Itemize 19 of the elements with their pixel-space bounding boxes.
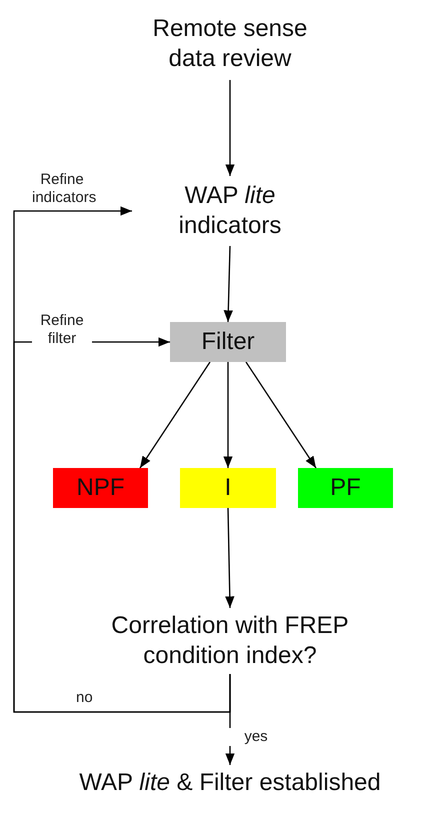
outcome-text: WAP lite & Filter established (79, 768, 381, 798)
process-box (170, 322, 286, 362)
category-box (298, 468, 393, 508)
arrow (225, 508, 234, 608)
category-box (53, 468, 148, 508)
arrow (13, 337, 231, 713)
box-label: NPF (76, 473, 124, 503)
box-label: PF (330, 473, 361, 503)
arrow (224, 246, 233, 322)
step-text: Remote sense data review (152, 14, 308, 74)
category-box (180, 468, 276, 508)
box-label: I (224, 473, 232, 503)
arrow (223, 362, 233, 468)
step-text: WAP lite indicators (178, 181, 282, 241)
arrow (245, 362, 317, 468)
decision-text: Correlation with FREP condition index? (110, 611, 350, 671)
arrow (139, 362, 211, 468)
box-label: Filter (201, 327, 255, 357)
arrow (225, 80, 235, 176)
